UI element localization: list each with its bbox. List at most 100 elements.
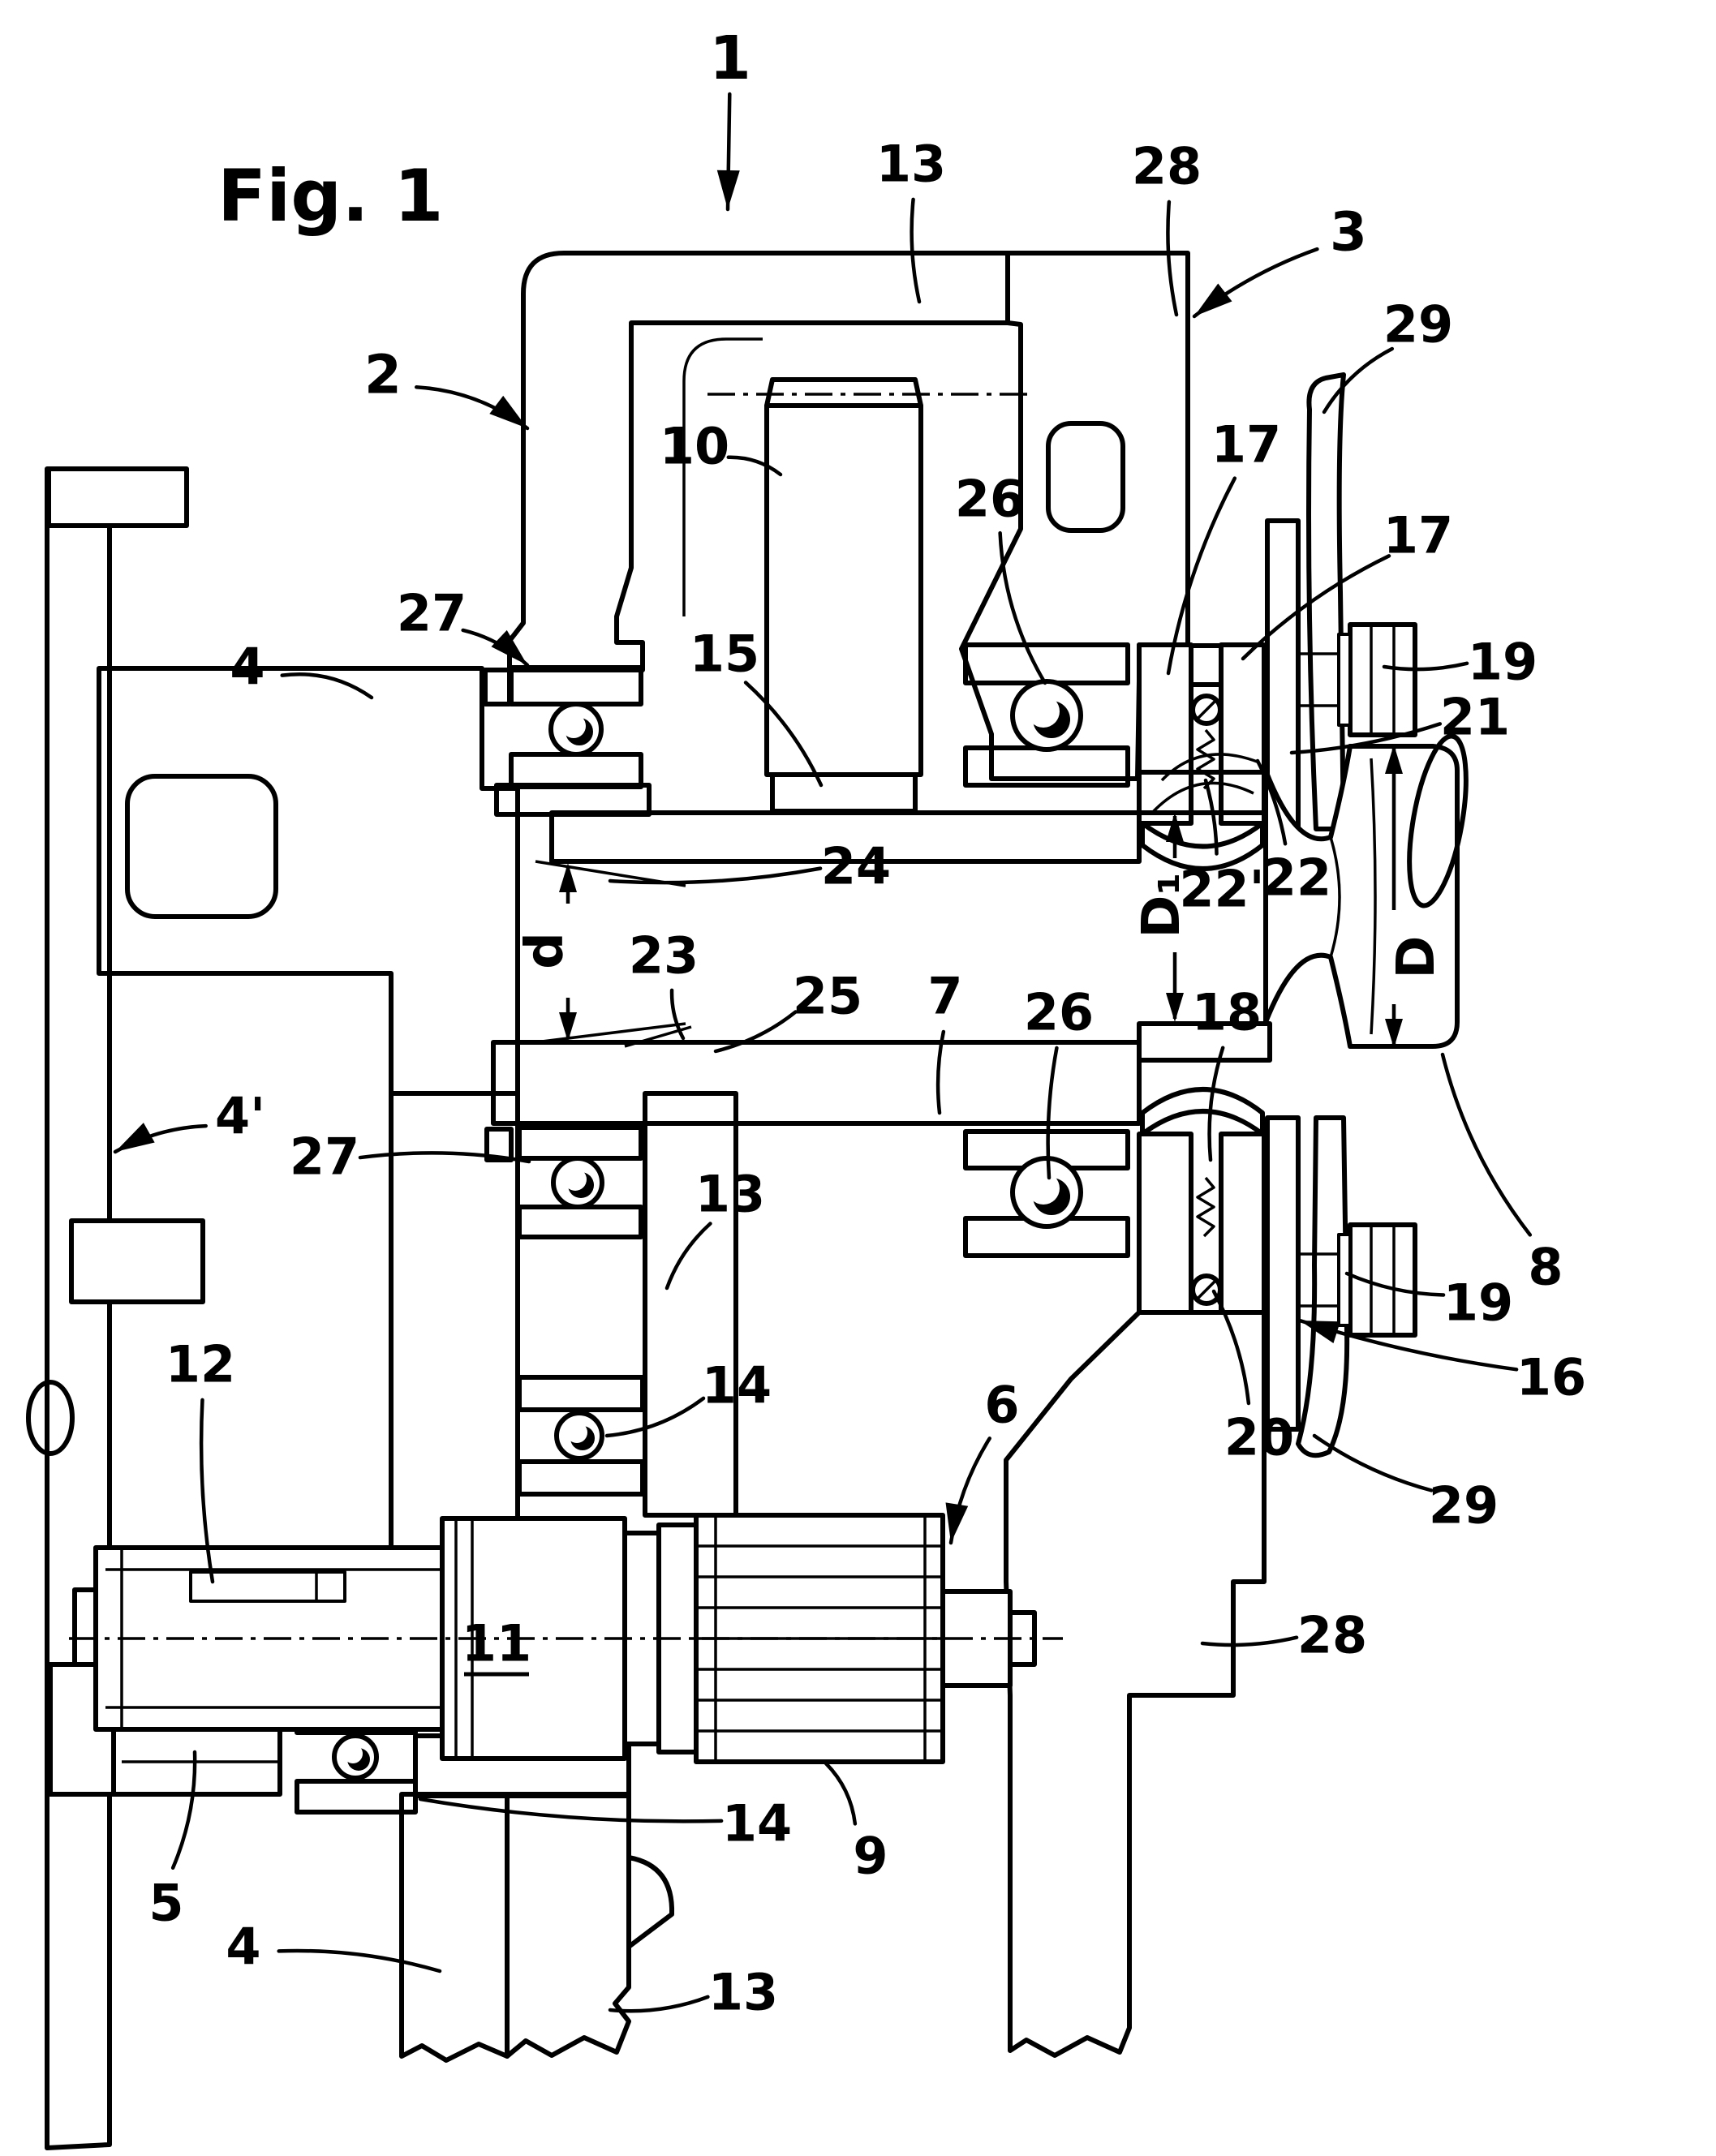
ref-29a: 29 — [1383, 295, 1453, 354]
ref-6-arrowhead — [945, 1502, 969, 1543]
wall-top-ledge — [46, 466, 189, 528]
ref-28a-leader — [1166, 200, 1179, 317]
ref-14b-leader — [418, 1797, 724, 1823]
ref-8-leader — [1440, 1052, 1533, 1237]
ref-19a: 19 — [1468, 633, 1538, 692]
dim-D-arrow-top — [1385, 745, 1403, 774]
ref-14a: 14 — [702, 1356, 772, 1415]
dim-d: d — [515, 932, 575, 969]
key-12 — [189, 1570, 346, 1603]
ref-17a: 17 — [1211, 415, 1281, 475]
dim-d-arrow-top — [559, 863, 577, 892]
carrier-lo-right — [1219, 1132, 1267, 1315]
ref-20-leader — [1211, 1289, 1251, 1406]
ref-9-leader — [824, 1761, 858, 1826]
carrier-up-left-17 — [1137, 642, 1193, 826]
carrier-up-dome — [1140, 821, 1265, 871]
flange-assembly — [1265, 372, 1417, 1458]
ref-27b: 27 — [290, 1127, 359, 1187]
clutch-wall-4prime — [26, 466, 205, 2150]
spring-up — [1196, 728, 1215, 790]
ref-17b-leader — [1241, 554, 1391, 661]
slinger-22-22p — [1150, 753, 1260, 814]
seal-27a — [483, 668, 512, 706]
carrier-lo-left-18 — [1137, 1132, 1193, 1315]
ref-28a: 28 — [1132, 137, 1202, 196]
ref-9: 9 — [853, 1827, 888, 1886]
screw-slot-up — [1195, 698, 1218, 721]
bearing-carrier-lower — [1137, 1087, 1267, 1315]
ref-11: 11 — [462, 1614, 531, 1673]
bolt-washer-19b — [1337, 1233, 1352, 1327]
ref-29b-leader — [1312, 1433, 1434, 1492]
ref-26a-leader — [998, 530, 1047, 685]
ref-2-arrowhead — [489, 395, 527, 428]
ref-27a: 27 — [397, 584, 467, 643]
ref-12-leader — [199, 1398, 215, 1584]
ref-26b-leader — [1046, 1046, 1059, 1180]
ref-12: 12 — [166, 1335, 235, 1394]
ref-13a-leader — [910, 197, 922, 304]
ref-25: 25 — [793, 967, 862, 1026]
ref-19a-leader — [1382, 661, 1469, 672]
ref-27b-leader — [358, 1151, 531, 1164]
spring-lo — [1196, 1176, 1215, 1238]
bearing-upper-right-26 — [963, 642, 1130, 788]
ref-5-leader — [170, 1750, 197, 1870]
dim-D1-arrow-top — [1166, 813, 1184, 842]
ref-28b-leader — [1200, 1635, 1299, 1647]
gear-10 — [707, 377, 1032, 814]
bolt-shank-19a — [1298, 652, 1339, 707]
bearings — [295, 642, 1130, 1815]
bolt-washer-19a — [1337, 633, 1352, 727]
bearing-carrier-upper — [1137, 642, 1267, 871]
seal-27b — [484, 1127, 514, 1162]
wall-rib-section — [26, 1380, 75, 1456]
figure-title: Fig. 1 — [217, 154, 444, 238]
ref-6: 6 — [984, 1376, 1019, 1435]
spacer-15 — [770, 772, 918, 814]
ref-27a-arrowhead — [491, 629, 527, 665]
bolt-shank-19b — [1298, 1252, 1339, 1308]
flange-29-lower — [1296, 1115, 1350, 1458]
ref-19b-leader — [1344, 1271, 1446, 1297]
dim-D-arrow-bottom — [1385, 1019, 1403, 1048]
ref-13c: 13 — [708, 1963, 778, 2022]
ref-23-leader — [669, 988, 686, 1041]
ref-4a: 4 — [230, 638, 264, 697]
wall-bracket — [69, 1218, 205, 1304]
leg-notch — [626, 1855, 675, 1949]
housing-inner-contour — [682, 337, 763, 616]
carrier-up-plug — [1189, 643, 1224, 687]
input-pinion-assembly — [48, 1513, 1063, 1797]
ref-17a-leader — [1166, 476, 1237, 676]
ref-13b: 13 — [695, 1165, 765, 1224]
ref-13b-leader — [664, 1222, 712, 1291]
ref-4p-arrowhead — [115, 1123, 155, 1152]
ref-1: 1 — [709, 24, 751, 93]
ref-22-leader — [1255, 758, 1288, 846]
bolt-19-upper — [1298, 622, 1417, 737]
output-shaft-8 — [1150, 733, 1469, 1049]
ref-17b: 17 — [1383, 506, 1453, 565]
bearing-upper-left-27 — [483, 665, 643, 789]
part4-pocket — [125, 774, 278, 919]
ref-29a-leader — [1322, 346, 1395, 414]
ref-21: 21 — [1440, 688, 1510, 747]
ref-4b-leader — [277, 1948, 442, 1973]
ref-22p-leader — [1203, 778, 1219, 856]
ref-18: 18 — [1192, 983, 1262, 1042]
ref-15: 15 — [690, 625, 759, 684]
dim-D1-arrow-bottom — [1166, 993, 1184, 1022]
ref-29b: 29 — [1429, 1476, 1499, 1535]
bolt-facets-19b — [1370, 1225, 1396, 1335]
column-center-13 — [643, 1091, 738, 1518]
ref-5: 5 — [148, 1874, 183, 1933]
flange-plate-16-lower — [1265, 1115, 1301, 1432]
ref-19b: 19 — [1443, 1273, 1513, 1333]
ref-10-leader — [726, 455, 783, 477]
ref-8: 8 — [1528, 1238, 1563, 1297]
bolt-head-19a — [1348, 622, 1417, 737]
